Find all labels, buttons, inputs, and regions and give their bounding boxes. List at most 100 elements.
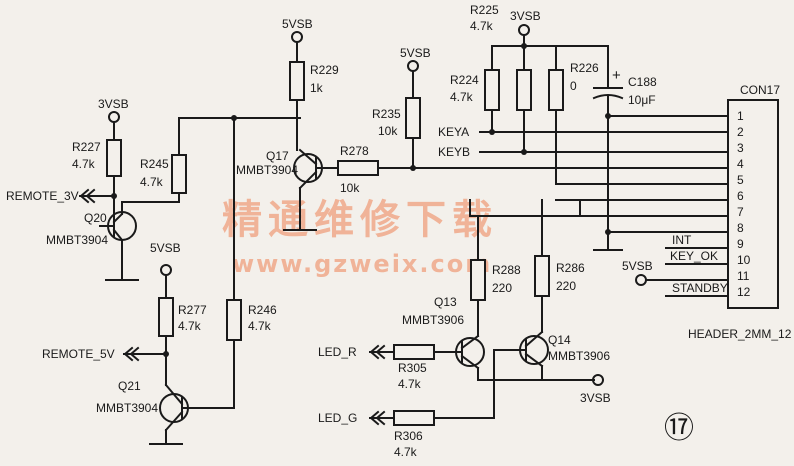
signal-keya: KEYA [438,125,469,139]
c188-ref: C188 [628,75,657,89]
watermark-chinese: 精通维修下载 [222,197,498,243]
r277-ref: R277 [178,303,207,317]
r225-ref: R225 [470,3,499,17]
signal-led-g: LED_G [318,411,357,425]
signal-led-r: LED_R [318,345,357,359]
connector-pin-2: 2 [737,125,744,139]
led-g-arrow-icon [369,410,386,426]
connector-pin-6: 6 [737,189,744,203]
r246-value: 4.7k [248,319,272,333]
r245-value: 4.7k [140,175,164,189]
r288-ref: R288 [492,263,521,277]
resistor-r224 [484,69,500,111]
q17-ref: Q17 [266,149,289,163]
figure-number: ⑰ [664,412,694,445]
power-label-3vsb-keys: 3VSB [510,9,541,23]
r227-ref: R227 [72,140,101,154]
connector-pin-5: 5 [737,173,744,187]
resistor-r306 [393,410,435,426]
power-label-5vsb-r235: 5VSB [400,46,431,60]
r246-ref: R246 [248,303,277,317]
connector-pin-8: 8 [737,221,744,235]
connector-pin-10: 10 [737,253,751,267]
r278-value: 10k [340,181,360,195]
q20-part: MMBT3904 [46,233,108,247]
power-5vsb-terminal-connector [635,274,647,286]
power-5vsb-terminal-q17 [291,31,303,43]
r235-ref: R235 [372,107,401,121]
pin-label-standby: STANDBY [672,281,728,295]
power-3vsb-terminal-keys [518,24,530,36]
r224-ref: R224 [450,73,479,87]
resistor-r246 [226,299,242,341]
connector-pin-3: 3 [737,141,744,155]
connector-pin-9: 9 [737,237,744,251]
resistor-r235 [405,97,421,139]
resistor-r286 [534,255,550,297]
c188-plus: + [612,67,621,84]
signal-keyb: KEYB [438,145,470,159]
q14-part: MMBT3906 [548,349,610,363]
r225-value: 4.7k [470,19,494,33]
connector-con17 [727,99,779,309]
resistor-r226 [548,69,564,111]
r277-value: 4.7k [178,319,202,333]
led-r-arrow-icon [369,344,386,360]
q13-ref: Q13 [434,295,457,309]
q17-part: MMBT3904 [236,163,298,177]
connector-pin-7: 7 [737,205,744,219]
power-label-3vsb: 3VSB [98,97,129,111]
power-label-5vsb-q17: 5VSB [282,17,313,31]
c188-value: 10μF [628,93,656,107]
con17-footprint: HEADER_2MM_12 [688,327,792,341]
connector-pin-12: 12 [737,285,751,299]
power-5vsb-terminal-r235 [407,60,419,72]
power-label-5vsb-q21: 5VSB [150,241,181,255]
r286-value: 220 [556,279,576,293]
power-3vsb-terminal-led [592,374,604,386]
power-label-3vsb-led: 3VSB [580,391,611,405]
resistor-r277 [158,297,174,337]
connector-pin-11: 11 [737,269,750,283]
r227-value: 4.7k [72,157,96,171]
resistor-r278 [337,160,379,176]
pin-label-key-ok: KEY_OK [670,249,718,263]
r245-ref: R245 [140,157,169,171]
resistor-r227 [106,139,122,177]
q21-ref: Q21 [118,379,141,393]
resistor-r245 [171,154,187,194]
q21-part: MMBT3904 [96,401,158,415]
power-label-5vsb-connector: 5VSB [622,259,653,273]
q13-part: MMBT3906 [402,313,464,327]
r306-value: 4.7k [394,445,418,459]
r305-ref: R305 [398,361,427,375]
resistor-r305 [393,344,435,360]
q14-ref: Q14 [548,333,571,347]
resistor-r288 [470,259,486,301]
r305-value: 4.7k [398,377,422,391]
r229-value: 1k [310,81,324,95]
r288-value: 220 [492,281,512,295]
power-5vsb-terminal-q21 [160,264,172,276]
connector-pin-1: 1 [737,109,744,123]
r229-ref: R229 [310,63,339,77]
r286-ref: R286 [556,261,585,275]
power-3vsb-terminal [108,111,120,123]
r235-value: 10k [378,124,398,138]
pin-label-int: INT [672,233,692,247]
watermark-url: www.gzweix.com [232,250,492,278]
connector-pin-4: 4 [737,157,744,171]
r278-ref: R278 [340,144,369,158]
con17-ref: CON17 [740,83,780,97]
signal-remote-3v: REMOTE_3V [6,189,79,203]
resistor-r229 [289,61,305,101]
q20-ref: Q20 [84,211,107,225]
signal-remote-5v: REMOTE_5V [42,347,115,361]
r224-value: 4.7k [450,90,474,104]
r226-ref: R226 [570,61,599,75]
r306-ref: R306 [394,429,423,443]
resistor-r225 [516,69,532,111]
